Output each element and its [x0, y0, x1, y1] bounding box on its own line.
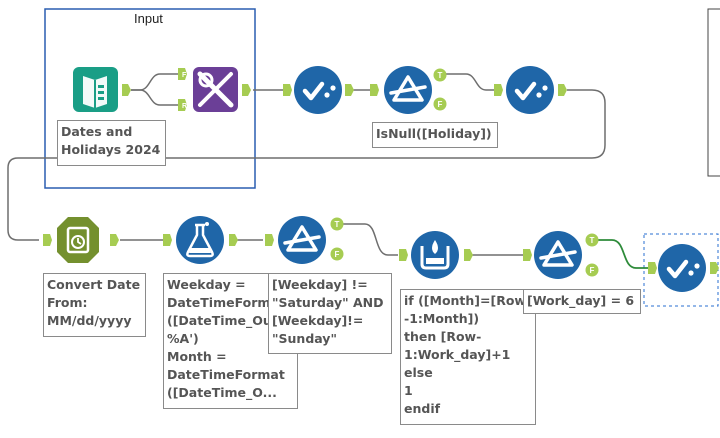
dot-icon	[688, 270, 694, 276]
join-input-anchor-f[interactable]	[178, 68, 187, 80]
input-output-anchor[interactable]	[122, 84, 131, 96]
filter2-true-anchor[interactable]: T	[330, 217, 344, 231]
dot-icon	[694, 263, 700, 269]
select2-input-anchor[interactable]	[494, 84, 503, 96]
dot-icon	[330, 85, 336, 91]
row-icon	[426, 258, 444, 264]
check-icon	[514, 81, 537, 101]
filter3-true-anchor-label: T	[590, 236, 595, 245]
join-anchor-label: R	[182, 103, 187, 110]
check-icon	[302, 81, 325, 101]
book-line	[98, 91, 104, 94]
join-output-anchor[interactable]	[242, 84, 251, 96]
drop-icon	[432, 240, 438, 254]
filter3-false-anchor-label: F	[590, 266, 595, 275]
clock-icon	[71, 235, 85, 249]
filter1-false-anchor-label: F	[438, 100, 443, 109]
join-cross-icon	[198, 72, 233, 107]
connector-input-join-r	[131, 89, 178, 106]
datetime-input-anchor[interactable]	[43, 234, 52, 246]
select1-input-anchor[interactable]	[283, 84, 292, 96]
multirow-tool[interactable]	[411, 231, 459, 279]
multirow-icon	[420, 246, 450, 270]
multirow-annotation: if ([Month]=[Row -1:Month]) then [Row- 1…	[400, 289, 536, 425]
input-tool[interactable]	[73, 67, 118, 112]
filter1-false-anchor[interactable]: F	[433, 97, 447, 111]
join-ring-icon	[198, 72, 214, 88]
datetime-tool[interactable]	[57, 217, 99, 263]
container-title: Input	[134, 11, 163, 26]
filter1-annotation: IsNull([Holiday])	[372, 122, 498, 148]
dot-icon	[542, 85, 548, 91]
filter2-false-anchor-label: F	[335, 250, 340, 259]
dot-icon	[536, 92, 542, 98]
select-tool-3[interactable]	[658, 244, 706, 292]
input-tool-annotation: Dates and Holidays 2024	[57, 120, 166, 166]
select2-output-anchor[interactable]	[558, 84, 567, 96]
select-tool-2[interactable]	[506, 66, 554, 114]
check-icon	[666, 259, 689, 279]
filter2-false-anchor[interactable]: F	[330, 247, 344, 261]
book-line	[98, 97, 104, 100]
multirow-output-anchor[interactable]	[464, 249, 473, 261]
book-line	[98, 85, 104, 88]
formula-input-anchor[interactable]	[163, 234, 172, 246]
filter2-annotation: [Weekday] != "Saturday" AND [Weekday]!= …	[268, 273, 392, 354]
right-container-edge	[707, 8, 720, 177]
connector-filter2-multirow	[343, 223, 398, 256]
formula-tool[interactable]	[176, 216, 224, 264]
filter-tool-2[interactable]	[278, 216, 326, 264]
filter1-input-anchor[interactable]	[370, 84, 379, 96]
connector-filter1-select2	[446, 73, 494, 91]
join-input-anchor-r[interactable]	[178, 99, 187, 111]
select3-input-anchor[interactable]	[648, 262, 657, 274]
connector-select2-datetime	[7, 89, 606, 241]
datetime-annotation: Convert Date From: MM/dd/yyyy	[43, 273, 146, 337]
clock-hands-icon	[77, 238, 82, 245]
filter1-true-anchor-label: T	[438, 71, 443, 80]
input-container[interactable]	[44, 8, 256, 189]
filter2-input-anchor[interactable]	[265, 234, 274, 246]
filter3-false-anchor[interactable]: F	[585, 263, 599, 277]
filter1-true-anchor[interactable]: T	[433, 68, 447, 82]
select3-output-anchor[interactable]	[710, 262, 719, 274]
select-tool-1[interactable]	[294, 66, 342, 114]
connector-filter3-select3	[597, 239, 648, 269]
filter-bar-icon	[283, 235, 321, 245]
flask-icon	[186, 223, 214, 258]
filter3-input-anchor[interactable]	[523, 249, 532, 261]
join-tool[interactable]	[193, 67, 238, 112]
flask-liquid-icon	[189, 248, 211, 253]
filter-tool-3[interactable]	[534, 231, 582, 279]
dot-icon	[324, 92, 330, 98]
select1-output-anchor[interactable]	[345, 84, 354, 96]
connectors	[7, 73, 606, 256]
filter2-true-anchor-label: T	[335, 220, 340, 229]
filter-bar-icon	[539, 250, 577, 260]
filter-tool-1[interactable]	[384, 66, 432, 114]
bubble-icon	[205, 222, 209, 226]
filter-bar-icon	[389, 85, 427, 95]
filter3-annotation: [Work_day] = 6	[523, 289, 641, 314]
multirow-input-anchor[interactable]	[399, 249, 408, 261]
connector-input-join-f	[131, 73, 178, 91]
datetime-output-anchor[interactable]	[110, 234, 119, 246]
join-anchor-label: F	[182, 72, 187, 79]
formula-output-anchor[interactable]	[229, 234, 238, 246]
filter3-true-anchor[interactable]: T	[585, 233, 599, 247]
calendar-icon	[66, 226, 90, 254]
